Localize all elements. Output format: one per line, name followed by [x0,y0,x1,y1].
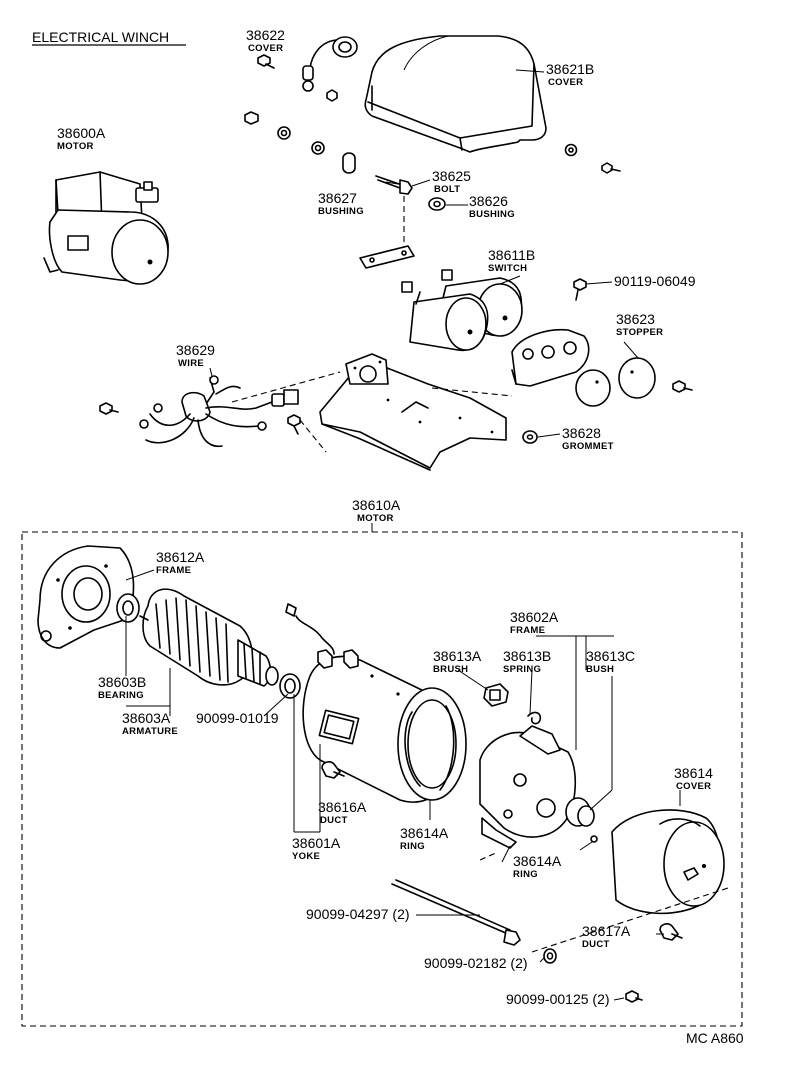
part-38611B-switch-drawing [401,269,523,352]
nut-row-drawing [244,111,621,174]
label-38625-name: BOLT [434,184,460,195]
through-bolt-drawing [391,879,521,946]
label-38629-num: 38629 [176,342,215,358]
part-38602A-frame-drawing [479,725,595,849]
screw-90119-06049-drawing [573,278,587,301]
label-38614-name: COVER [676,781,711,792]
label-38623-num: 38623 [616,311,655,327]
label-38627-num: 38627 [318,190,357,206]
label-38613A-num: 38613A [433,648,482,664]
part-38617A-duct-drawing [659,923,683,941]
part-38612A-frame-drawing [37,545,135,649]
part-38621B-cover-drawing [364,35,547,153]
label-38602A-num: 38602A [510,609,559,625]
label-38613A-name: BRUSH [433,664,468,675]
screw-top-left-drawing [257,54,275,69]
leader-lines [125,69,729,1001]
label-38627-name: BUSHING [318,206,364,217]
label-38610A-name: MOTOR [357,513,394,524]
label-38613B-name: SPRING [503,664,541,675]
label-38625-num: 38625 [432,168,471,184]
label-38612A-num: 38612A [156,549,205,565]
washer-90099-02182-drawing [543,948,557,964]
part-38629-wire-drawing [99,375,301,448]
leader-wire-plate [231,371,341,403]
label-38626-num: 38626 [469,193,508,209]
label-38629-name: WIRE [178,358,204,369]
label-38626-name: BUSHING [469,209,515,220]
label-38623-name: STOPPER [616,327,663,338]
label-38621B-name: COVER [548,77,583,88]
label-90099-01019-num: 90099-01019 [196,710,279,726]
diagram-code: MC A860 [686,1030,744,1046]
motor-assembly-box [21,531,743,1027]
label-38614A-num-1: 38614A [400,825,449,841]
diagram-title: ELECTRICAL WINCH [32,29,169,45]
label-38628-name: GROMMET [562,441,614,452]
label-38621B-num: 38621B [546,61,594,77]
label-90099-04297-num: 90099-04297 (2) [306,906,410,922]
part-38600A-motor-drawing [43,171,169,285]
part-38614A-ring-small-drawing [590,835,598,843]
label-38613C-name: BUSH [586,664,614,675]
label-38601A-name: YOKE [292,851,320,862]
label-38622-name: COVER [248,43,283,54]
switch-bracket-drawing [511,328,590,387]
part-38603B-bearing-drawing [116,593,140,623]
part-38622-cover-drawing [302,36,358,92]
screw-right-drawing [672,380,693,393]
label-38617A-num: 38617A [582,923,631,939]
label-38602A-name: FRAME [510,625,545,636]
part-38625-bolt-drawing [375,175,413,252]
label-38614-num: 38614 [674,765,713,781]
label-38617A-name: DUCT [582,939,610,950]
base-plate-drawing [319,353,513,471]
label-38614A-num-2: 38614A [513,853,562,869]
leader-screw-plate [299,419,327,453]
part-38628-grommet-drawing [522,430,538,444]
label-38603B-num: 38603B [98,674,146,690]
label-38613B-num: 38613B [503,648,551,664]
label-38601A-num: 38601A [292,835,341,851]
label-38614A-name-1: RING [400,841,425,852]
part-38601A-yoke-drawing [285,603,467,803]
washer-90099-01019-drawing [279,673,301,699]
label-38614A-name-2: RING [513,869,538,880]
label-90099-00125-num: 90099-00125 (2) [506,991,610,1007]
screw-90099-00125-drawing [625,990,643,1003]
part-38623-stopper-drawing [575,357,656,407]
part-38626-bushing-drawing [428,197,446,211]
label-38628-num: 38628 [562,425,601,441]
label-38611B-num: 38611B [488,247,535,263]
part-38613A-brush-drawing [483,683,509,707]
nut-small-drawing [326,89,338,102]
label-38603B-name: BEARING [98,690,144,701]
label-38603A-num: 38603A [122,710,171,726]
label-38610A-num: 38610A [352,497,401,513]
label-90119-06049-num: 90119-06049 [614,273,696,289]
label-38622-num: 38622 [246,27,285,43]
label-90099-02182-num: 90099-02182 (2) [424,955,528,971]
label-38616A-num: 38616A [318,799,367,815]
labels: 38622 COVER 38621B COVER 38600A MOTOR 38… [57,27,744,1046]
label-38600A-name: MOTOR [57,141,94,152]
label-38612A-name: FRAME [156,565,191,576]
label-38611B-name: SWITCH [488,263,527,274]
part-38616A-duct-drawing [321,761,345,779]
label-38603A-name: ARMATURE [122,726,178,737]
part-38603A-armature-drawing [139,588,279,687]
part-38614-cover-drawing [611,809,725,915]
part-38613B-spring-drawing [527,711,542,725]
label-38616A-name: DUCT [320,815,348,826]
label-38600A-num: 38600A [57,125,106,141]
bracket-plate-drawing [359,245,415,269]
label-38613C-num: 38613C [586,648,635,664]
